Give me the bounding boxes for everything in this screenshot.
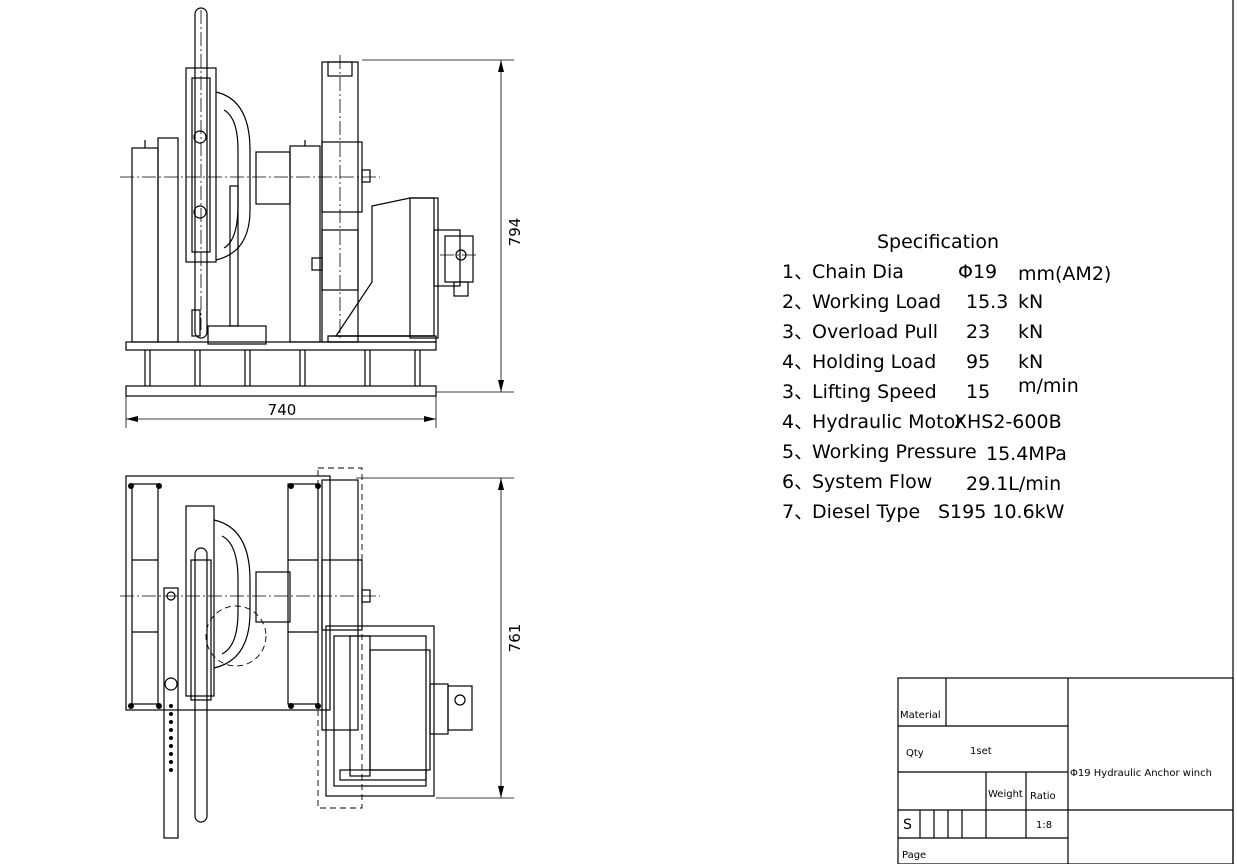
dim-top-height-label: 761 (506, 624, 524, 653)
svg-text:Chain Dia: Chain Dia (812, 261, 904, 283)
svg-text:kN: kN (1018, 351, 1043, 373)
svg-text:4、: 4、 (782, 351, 813, 373)
spec-item: 7、 Diesel Type S195 10.6kW (782, 501, 1065, 523)
spec-title: Specification (877, 231, 999, 253)
s-label: S (903, 817, 912, 833)
svg-text:3、: 3、 (782, 321, 813, 343)
svg-text:5、: 5、 (782, 441, 813, 463)
spec-item: 4、 Holding Load 95 kN (782, 351, 1043, 373)
top-view (120, 467, 473, 839)
svg-text:2、: 2、 (782, 291, 813, 313)
svg-text:kN: kN (1018, 321, 1043, 343)
svg-text:Φ19: Φ19 (958, 261, 997, 283)
material-label: Material (900, 710, 941, 721)
drawing-title: Φ19 Hydraulic Anchor winch (1070, 768, 1212, 779)
svg-text:4、: 4、 (782, 411, 813, 433)
chain-links (169, 704, 173, 772)
svg-text:95: 95 (966, 351, 990, 373)
svg-text:Hydraulic Motor: Hydraulic Motor (812, 411, 963, 433)
svg-text:6、: 6、 (782, 471, 813, 493)
svg-text:Working Pressure: Working Pressure (812, 441, 977, 463)
dim-front-height-label: 794 (506, 218, 524, 247)
svg-text:kN: kN (1018, 291, 1043, 313)
svg-text:29.1L/min: 29.1L/min (966, 473, 1061, 495)
title-block (897, 677, 1234, 864)
dim-front-height (362, 59, 514, 393)
svg-text:Diesel Type: Diesel Type (812, 501, 920, 523)
spec-item: 4、 Hydraulic Motor XHS2-600B (782, 411, 1062, 433)
qty-label: Qty (906, 748, 924, 759)
spec-item: 1、 Chain Dia Φ19 mm(AM2) (782, 261, 1111, 285)
dim-front-width (125, 396, 437, 428)
svg-text:Lifting Speed: Lifting Speed (812, 381, 937, 403)
spec-item: 3、 Lifting Speed 15 m/min (782, 375, 1079, 403)
qty-value: 1set (970, 746, 992, 757)
spec-item: 2、 Working Load 15.3 kN (782, 291, 1043, 313)
svg-text:Working Load: Working Load (812, 291, 941, 313)
svg-text:System Flow: System Flow (812, 471, 932, 493)
spec-item: 6、 System Flow 29.1L/min (782, 471, 1061, 495)
ratio-label: Ratio (1030, 791, 1056, 802)
svg-text:3、: 3、 (782, 381, 813, 403)
svg-text:15.3: 15.3 (966, 291, 1008, 313)
page-label: Page (902, 850, 926, 861)
front-view (120, 7, 478, 397)
svg-text:Holding Load: Holding Load (812, 351, 936, 373)
svg-text:23: 23 (966, 321, 990, 343)
dim-top-height (356, 477, 514, 799)
spec-item: 3、 Overload Pull 23 kN (782, 321, 1043, 343)
svg-text:Overload Pull: Overload Pull (812, 321, 938, 343)
svg-text:mm(AM2): mm(AM2) (1018, 263, 1111, 285)
svg-text:m/min: m/min (1018, 375, 1079, 397)
svg-text:XHS2-600B: XHS2-600B (954, 411, 1062, 433)
svg-text:1、: 1、 (782, 261, 813, 283)
dim-front-width-label: 740 (268, 401, 297, 419)
svg-text:S195 10.6kW: S195 10.6kW (938, 501, 1065, 523)
svg-text:15.4MPa: 15.4MPa (986, 443, 1067, 465)
weight-label: Weight (988, 789, 1023, 800)
svg-text:7、: 7、 (782, 501, 813, 523)
spec-item: 5、 Working Pressure 15.4MPa (782, 441, 1067, 465)
ratio-value: 1:8 (1036, 820, 1052, 831)
svg-text:15: 15 (966, 381, 990, 403)
